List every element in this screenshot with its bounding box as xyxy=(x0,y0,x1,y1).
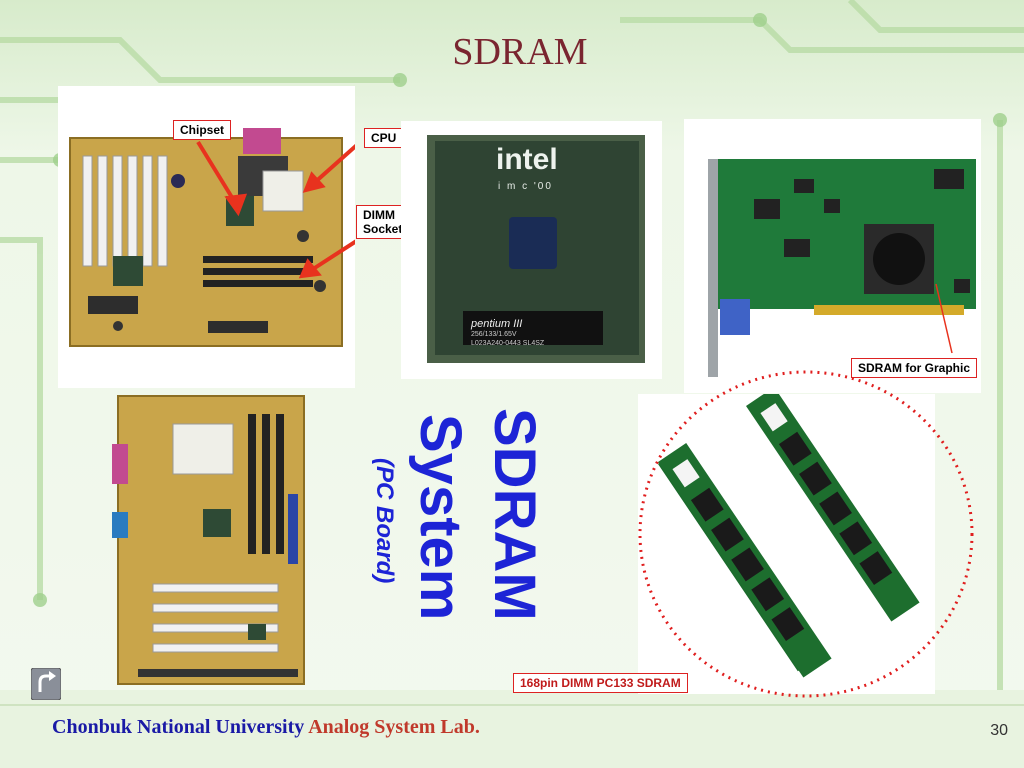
dimm-highlight-circle xyxy=(638,370,974,698)
page-number: 30 xyxy=(990,722,1008,739)
cpu-label: CPU xyxy=(364,128,404,148)
dimm-socket-label-line2: Socket xyxy=(363,222,403,236)
slide-title: SDRAM xyxy=(452,31,588,73)
dimm-modules-photo xyxy=(638,394,935,694)
footer-university-name: Chonbuk National University xyxy=(52,716,305,738)
dimm-socket-label: DIMM Socket xyxy=(356,205,410,239)
graphics-card-photo xyxy=(684,119,981,393)
sdram-vertical-title: SDRAM xyxy=(482,408,547,621)
intel-logo: intel xyxy=(496,143,558,176)
motherboard-photo xyxy=(58,86,355,388)
processor-code-2: L023A240-0443 SL4SZ xyxy=(471,340,545,347)
footer-lab-name: Analog System Lab. xyxy=(308,716,480,738)
system-vertical-title: System xyxy=(408,414,473,621)
dimm-socket-label-line1: DIMM xyxy=(363,208,395,222)
footer-university: Chonbuk National University Analog Syste… xyxy=(52,716,480,739)
chipset-label: Chipset xyxy=(173,120,232,140)
back-button[interactable] xyxy=(30,667,62,701)
intel-mark-text: i m c '00 xyxy=(498,181,553,192)
processor-code-1: 256/133/1.65V xyxy=(471,331,517,338)
cpu-chip-photo: intel i m c '00 pentium III 256/133/1.65… xyxy=(401,121,662,379)
processor-name: pentium III xyxy=(471,318,523,330)
dimm-module-label: 168pin DIMM PC133 SDRAM xyxy=(513,673,688,693)
sdram-graphic-label: SDRAM for Graphic xyxy=(851,358,978,378)
pc-board-vertical-subtitle: (PC Board) xyxy=(371,458,398,584)
pc-board-photo xyxy=(58,394,355,690)
return-arrow-icon xyxy=(30,667,62,701)
